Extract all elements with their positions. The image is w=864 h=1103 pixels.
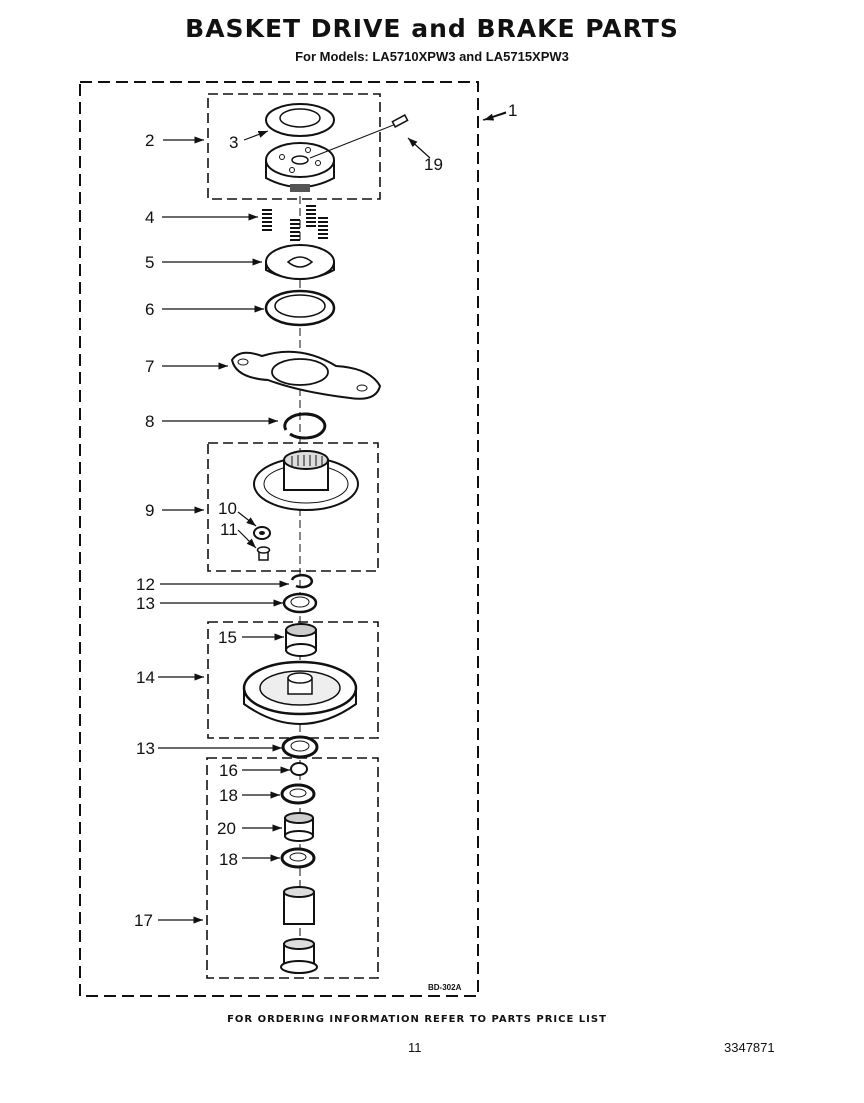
part-5-plate [265, 244, 335, 280]
callout-14: 14 [136, 668, 155, 687]
assembly-frame [79, 81, 479, 997]
callout-12: 12 [136, 575, 155, 594]
callout-13-upper: 13 [136, 594, 155, 613]
ordering-note: FOR ORDERING INFORMATION REFER TO PARTS … [227, 1014, 607, 1025]
part-8-snap-ring [283, 412, 327, 440]
part-11-screw [256, 546, 271, 561]
callout-2: 2 [145, 131, 154, 150]
subassembly-box-2 [207, 93, 381, 200]
part-7-housing-plate [230, 350, 382, 400]
part-10-washer [253, 526, 271, 540]
part-18-bearing-upper [280, 783, 316, 805]
callout-10: 10 [218, 499, 237, 518]
callout-18-lower: 18 [219, 850, 238, 869]
part-15-bearing [285, 623, 317, 657]
callout-19: 19 [424, 155, 443, 174]
callout-7: 7 [145, 357, 154, 376]
part-13-washer-lower [281, 735, 319, 759]
callout-18-upper: 18 [219, 786, 238, 805]
callout-1: 1 [508, 101, 517, 120]
part-9-drive-hub [253, 450, 359, 511]
part-19-pin [309, 114, 409, 159]
callout-5: 5 [145, 253, 154, 272]
callout-4: 4 [145, 208, 154, 227]
callout-20: 20 [217, 819, 236, 838]
part-14-pulley [242, 660, 358, 725]
callout-17: 17 [134, 911, 153, 930]
catalog-number: 3347871 [724, 1040, 775, 1055]
callout-6: 6 [145, 300, 154, 319]
models-subtitle: For Models: LA5710XPW3 and LA5715XPW3 [295, 49, 569, 64]
drawing-code: BD-302A [428, 983, 462, 992]
callout-9: 9 [145, 501, 154, 520]
part-17-shaft-tube [280, 886, 318, 974]
subassembly-box-9 [207, 442, 379, 572]
callout-8: 8 [145, 412, 154, 431]
callout-15: 15 [218, 628, 237, 647]
callout-3: 3 [229, 133, 238, 152]
part-12-retaining-ring [290, 573, 313, 589]
part-2-brake-cam [265, 142, 335, 192]
subassembly-box-14 [207, 621, 379, 739]
part-13-washer-upper [282, 592, 318, 614]
part-18-bearing-lower [280, 847, 316, 869]
page-title: BASKET DRIVE and BRAKE PARTS [185, 14, 679, 43]
part-4-springs [262, 205, 328, 241]
part-6-ring [264, 289, 336, 327]
callout-1-arrow [483, 112, 507, 121]
callout-16: 16 [219, 761, 238, 780]
part-16-seal [290, 762, 308, 776]
callout-13-lower: 13 [136, 739, 155, 758]
part-20-bushing [284, 812, 314, 842]
callout-leaders [158, 111, 507, 924]
page-number: 11 [408, 1040, 422, 1055]
part-3-ring [265, 103, 335, 137]
callout-11: 11 [220, 520, 238, 539]
